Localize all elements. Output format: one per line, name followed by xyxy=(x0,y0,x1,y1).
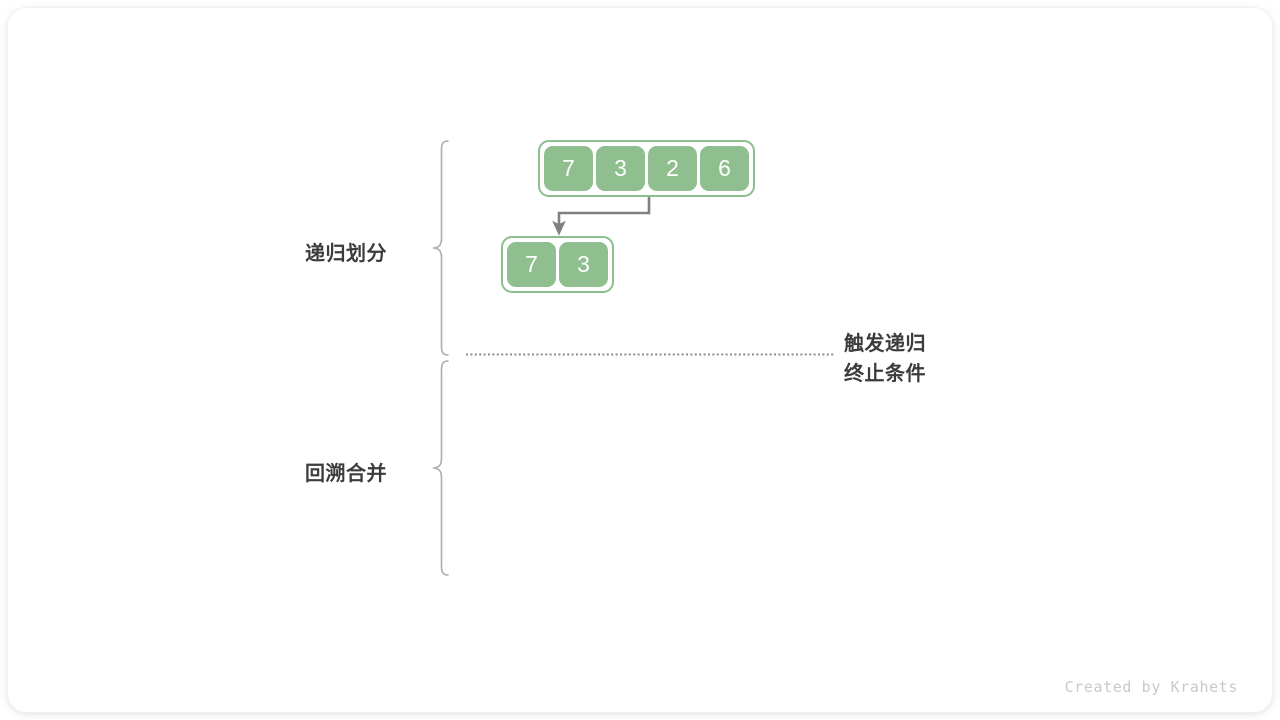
canvas-card xyxy=(8,8,1272,712)
divide-arrow xyxy=(552,196,651,236)
array-cell: 6 xyxy=(700,146,749,191)
array-cell: 7 xyxy=(544,146,593,191)
recursion-boundary-note: 触发递归 终止条件 xyxy=(844,329,926,389)
array-cell: 3 xyxy=(596,146,645,191)
array-cell: 7 xyxy=(507,242,556,287)
brace-merge-phase xyxy=(432,360,449,576)
phase-label-merge: 回溯合并 xyxy=(305,463,387,485)
brace-divide-phase xyxy=(432,140,449,356)
array-cell: 2 xyxy=(648,146,697,191)
watermark-credit: Created by Krahets xyxy=(1064,678,1238,696)
array-cell: 3 xyxy=(559,242,608,287)
recursion-boundary-note-line1: 触发递归 xyxy=(844,333,926,355)
array-root: 7 3 2 6 xyxy=(538,140,755,197)
array-left-subarray: 7 3 xyxy=(501,236,614,293)
phase-label-divide: 递归划分 xyxy=(305,243,387,265)
recursion-boundary-note-line2: 终止条件 xyxy=(844,363,926,385)
